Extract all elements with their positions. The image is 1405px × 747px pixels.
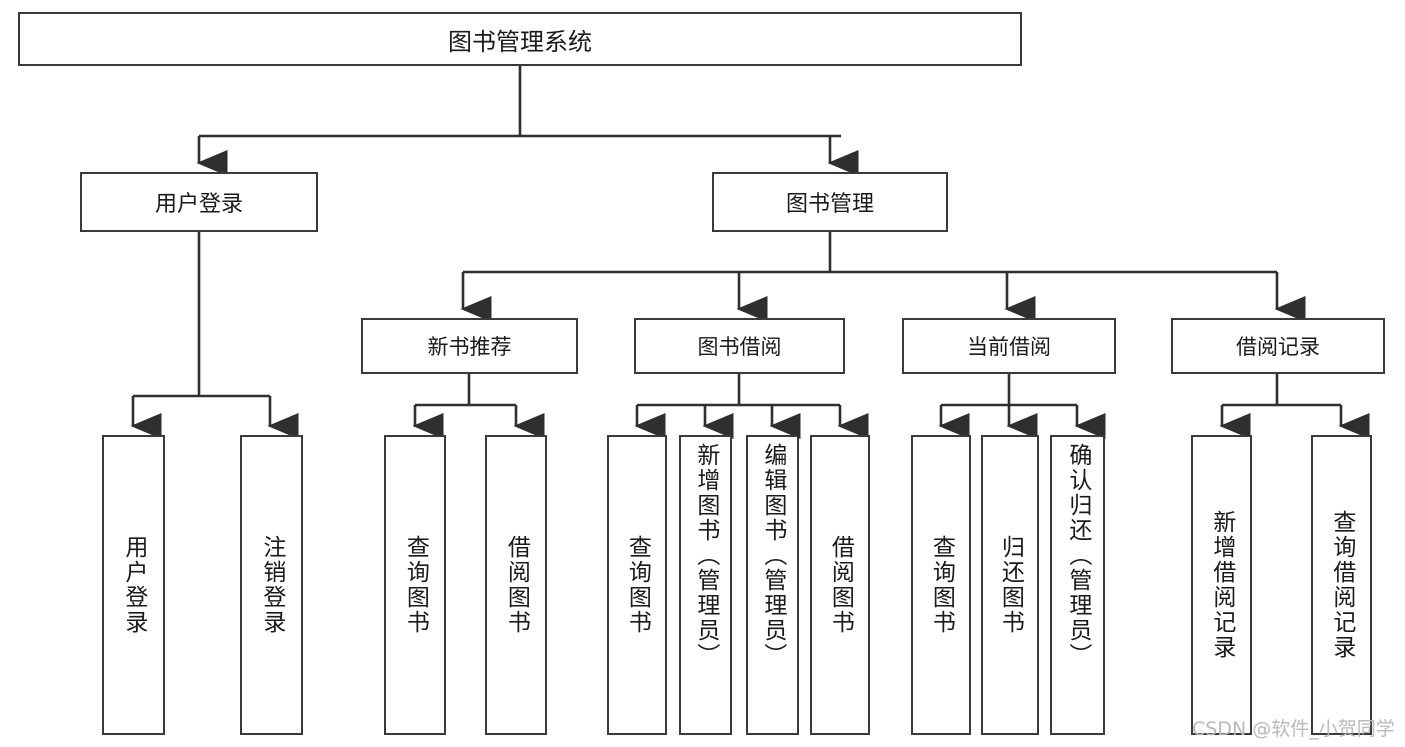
node-label: 图书管理系统 <box>448 27 592 56</box>
leaf-label: 注销登录 <box>258 535 285 635</box>
node-root-system[interactable]: 图书管理系统 <box>18 12 1022 66</box>
leaf-borrow-record-query[interactable]: 查询借阅记录 <box>1311 435 1372 735</box>
node-label: 用户登录 <box>154 192 243 217</box>
leaf-user-login-signin[interactable]: 用户登录 <box>102 435 165 735</box>
leaf-current-borrow-confirm[interactable]: 确认归还（管理员） <box>1050 435 1105 735</box>
leaf-borrow-record-add[interactable]: 新增借阅记录 <box>1191 435 1252 735</box>
node-label: 借阅记录 <box>1236 335 1320 359</box>
leaf-user-login-signout[interactable]: 注销登录 <box>240 435 303 735</box>
leaf-label: 借阅图书 <box>827 535 854 635</box>
leaf-label: 用户登录 <box>120 535 147 635</box>
leaf-label: 新增借阅记录 <box>1208 510 1235 660</box>
node-new-book-recommend[interactable]: 新书推荐 <box>361 318 578 374</box>
leaf-label: 查询图书 <box>928 535 955 635</box>
leaf-current-borrow-return[interactable]: 归还图书 <box>981 435 1039 735</box>
node-book-management[interactable]: 图书管理 <box>712 172 948 232</box>
node-label: 图书借阅 <box>697 335 782 359</box>
leaf-label: 借阅图书 <box>503 535 530 635</box>
leaf-book-borrow-query[interactable]: 查询图书 <box>607 435 667 735</box>
leaf-label: 新增图书（管理员） <box>692 443 719 668</box>
leaf-book-borrow-edit[interactable]: 编辑图书（管理员） <box>746 435 799 735</box>
leaf-current-borrow-query[interactable]: 查询图书 <box>911 435 971 735</box>
node-borrow-record[interactable]: 借阅记录 <box>1171 318 1385 374</box>
node-book-borrow[interactable]: 图书借阅 <box>634 318 845 374</box>
node-label: 图书管理 <box>785 192 874 217</box>
leaf-label: 查询图书 <box>402 535 429 635</box>
leaf-new-book-borrow[interactable]: 借阅图书 <box>485 435 547 735</box>
node-label: 新书推荐 <box>427 335 512 359</box>
leaf-label: 查询图书 <box>624 535 651 635</box>
leaf-book-borrow-lend[interactable]: 借阅图书 <box>810 435 870 735</box>
node-current-borrow[interactable]: 当前借阅 <box>902 318 1116 374</box>
leaf-label: 编辑图书（管理员） <box>759 443 786 668</box>
leaf-label: 确认归还（管理员） <box>1064 443 1091 668</box>
node-label: 当前借阅 <box>967 335 1051 359</box>
node-user-login[interactable]: 用户登录 <box>80 172 318 232</box>
leaf-label: 查询借阅记录 <box>1328 510 1355 660</box>
leaf-new-book-query[interactable]: 查询图书 <box>384 435 446 735</box>
leaf-book-borrow-add[interactable]: 新增图书（管理员） <box>679 435 732 735</box>
leaf-label: 归还图书 <box>997 535 1024 635</box>
